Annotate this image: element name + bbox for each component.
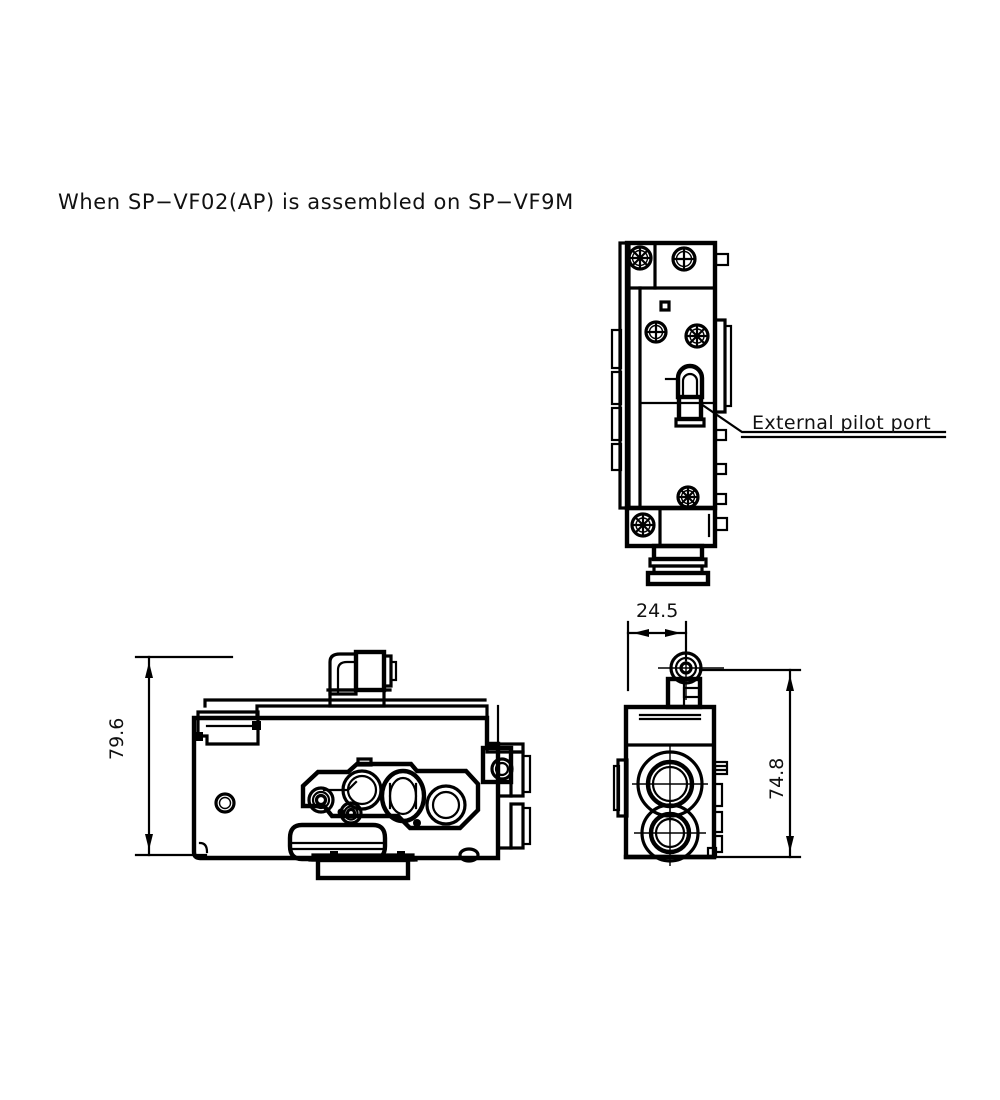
drawing-title: When SP−VF02(AP) is assembled on SP−VF9M (58, 190, 574, 214)
external-pilot-port-leader (699, 402, 947, 439)
dimension-label-74-8: 74.8 (766, 757, 788, 800)
elbow-fitting (326, 649, 398, 708)
dimension-24-5 (626, 620, 688, 692)
dimension-label-24-5: 24.5 (636, 600, 679, 622)
dimension-79-6 (134, 655, 234, 857)
side-view-right-tabs (480, 704, 532, 850)
dimension-label-79-6: 79.6 (106, 717, 128, 760)
external-pilot-port-fitting (664, 363, 706, 428)
front-view-geometry (612, 640, 729, 866)
base-bracket (308, 851, 418, 881)
manifold-plate (300, 757, 481, 831)
callout-external-pilot-port: External pilot port (752, 412, 932, 434)
dimension-74-8 (698, 668, 802, 859)
top-view-geometry (610, 240, 733, 587)
side-view-geometry (191, 649, 532, 881)
oval-slot (379, 768, 427, 824)
